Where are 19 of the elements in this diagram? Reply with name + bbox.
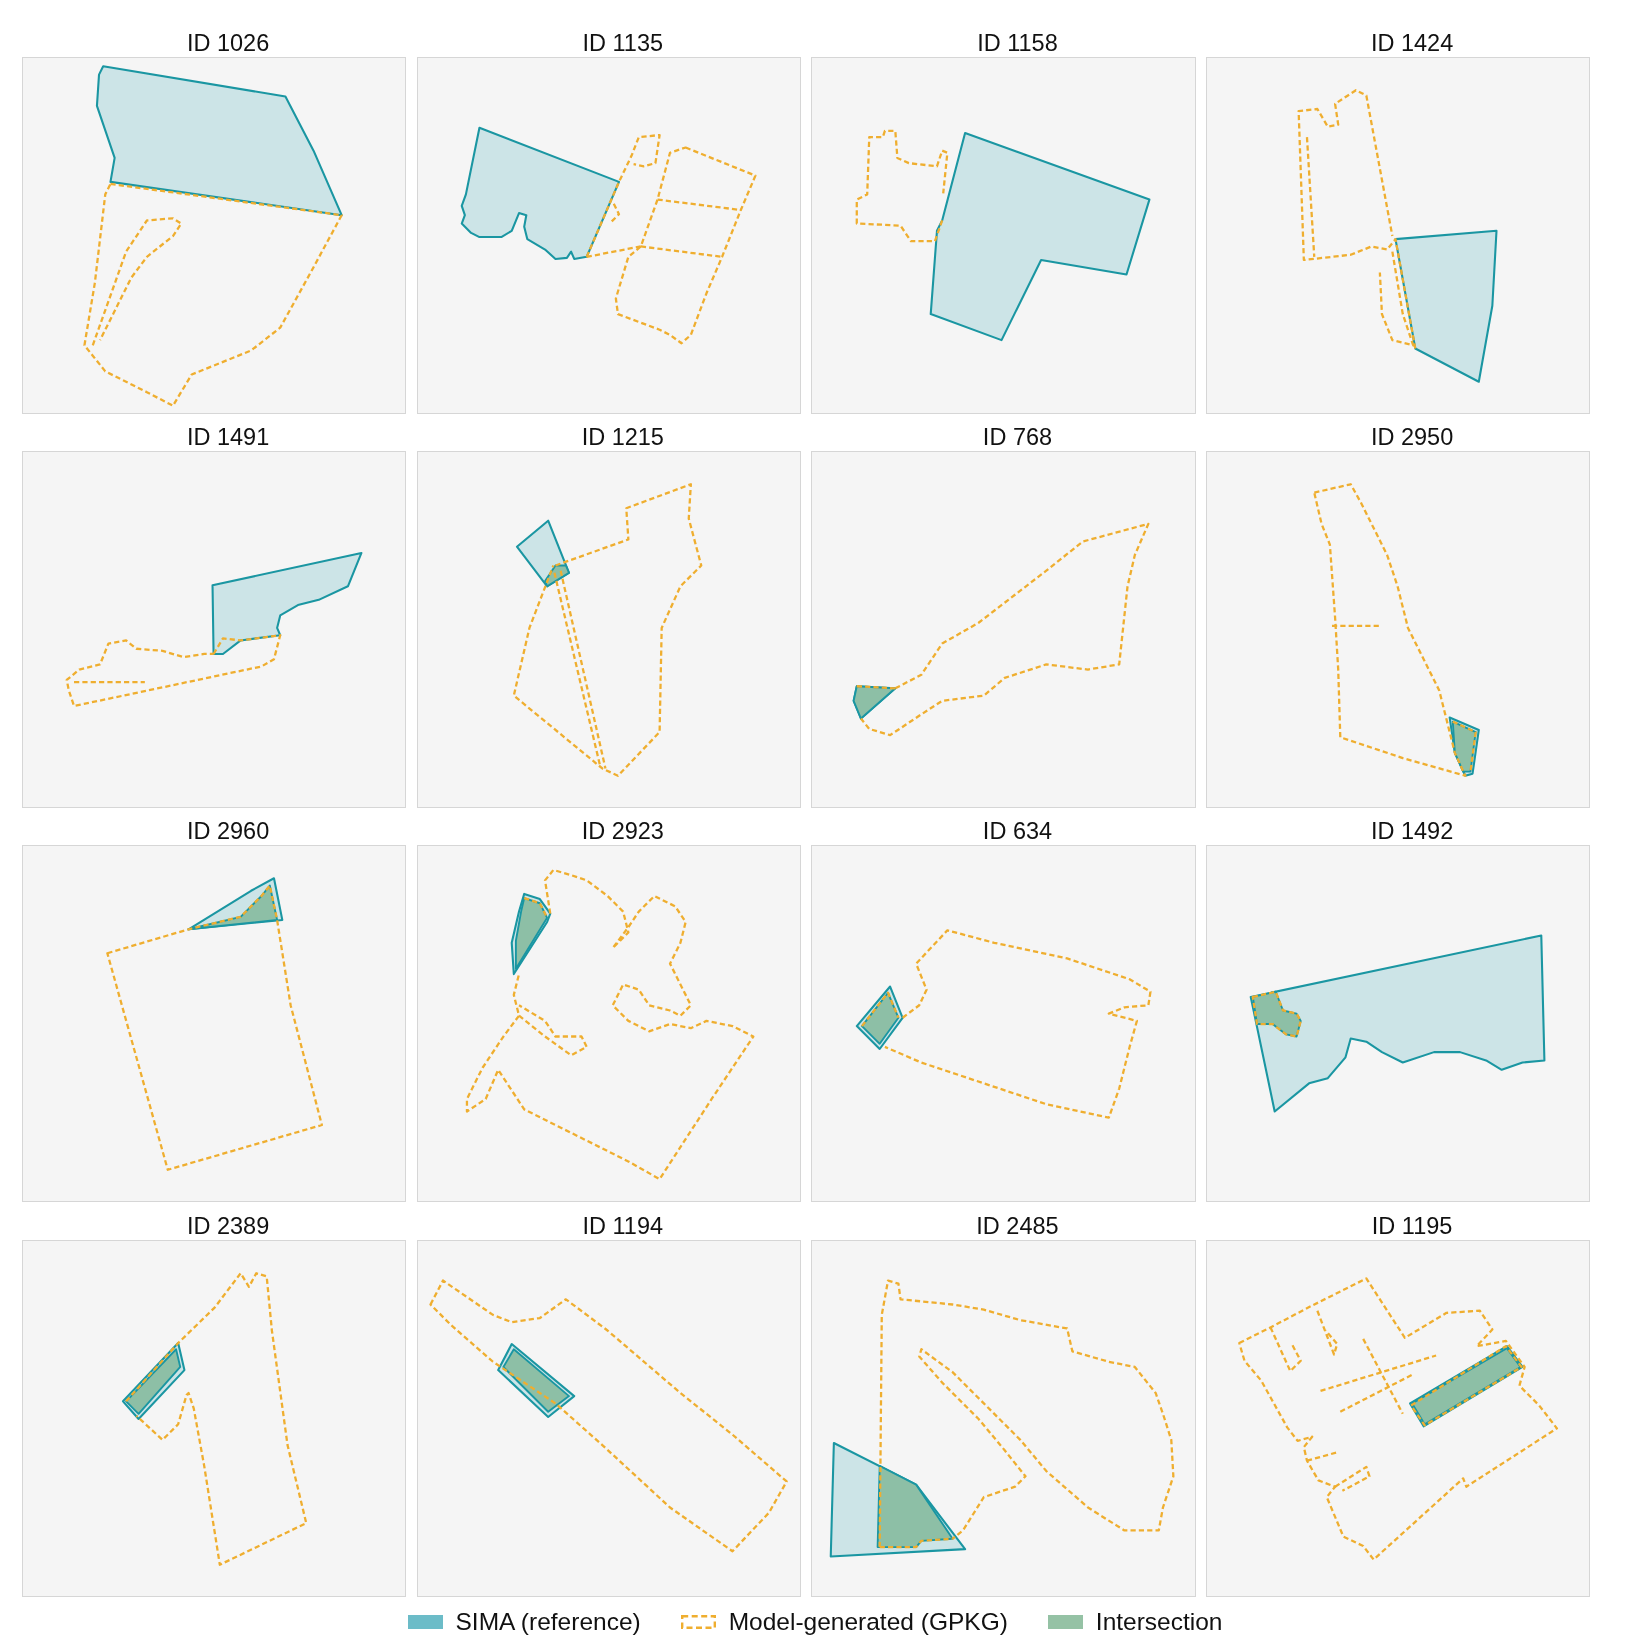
panel-title: ID 1491 [186, 424, 270, 452]
panel-title: ID 2950 [1370, 424, 1454, 452]
panel-title: ID 1215 [581, 424, 664, 452]
panel-title: ID 1195 [1371, 1212, 1453, 1240]
panel-title: ID 1424 [1370, 29, 1454, 57]
panel-title: ID 2389 [186, 1212, 270, 1240]
panel-title: ID 768 [982, 424, 1053, 452]
panel-title: ID 1026 [186, 29, 270, 57]
panel-title: ID 1158 [977, 29, 1058, 57]
panel-title: ID 2923 [581, 817, 664, 845]
legend-label: Intersection [1095, 1607, 1223, 1637]
panel-title: ID 2960 [186, 817, 270, 845]
legend-label: Model-generated (GPKG) [728, 1607, 1008, 1637]
panel-title: ID 634 [982, 817, 1053, 845]
legend-label: SIMA (reference) [455, 1607, 641, 1637]
panel-title: ID 2485 [976, 1212, 1059, 1240]
panel-title: ID 1492 [1370, 817, 1454, 845]
panel-title: ID 1135 [582, 29, 664, 57]
panel-title: ID 1194 [582, 1212, 664, 1240]
